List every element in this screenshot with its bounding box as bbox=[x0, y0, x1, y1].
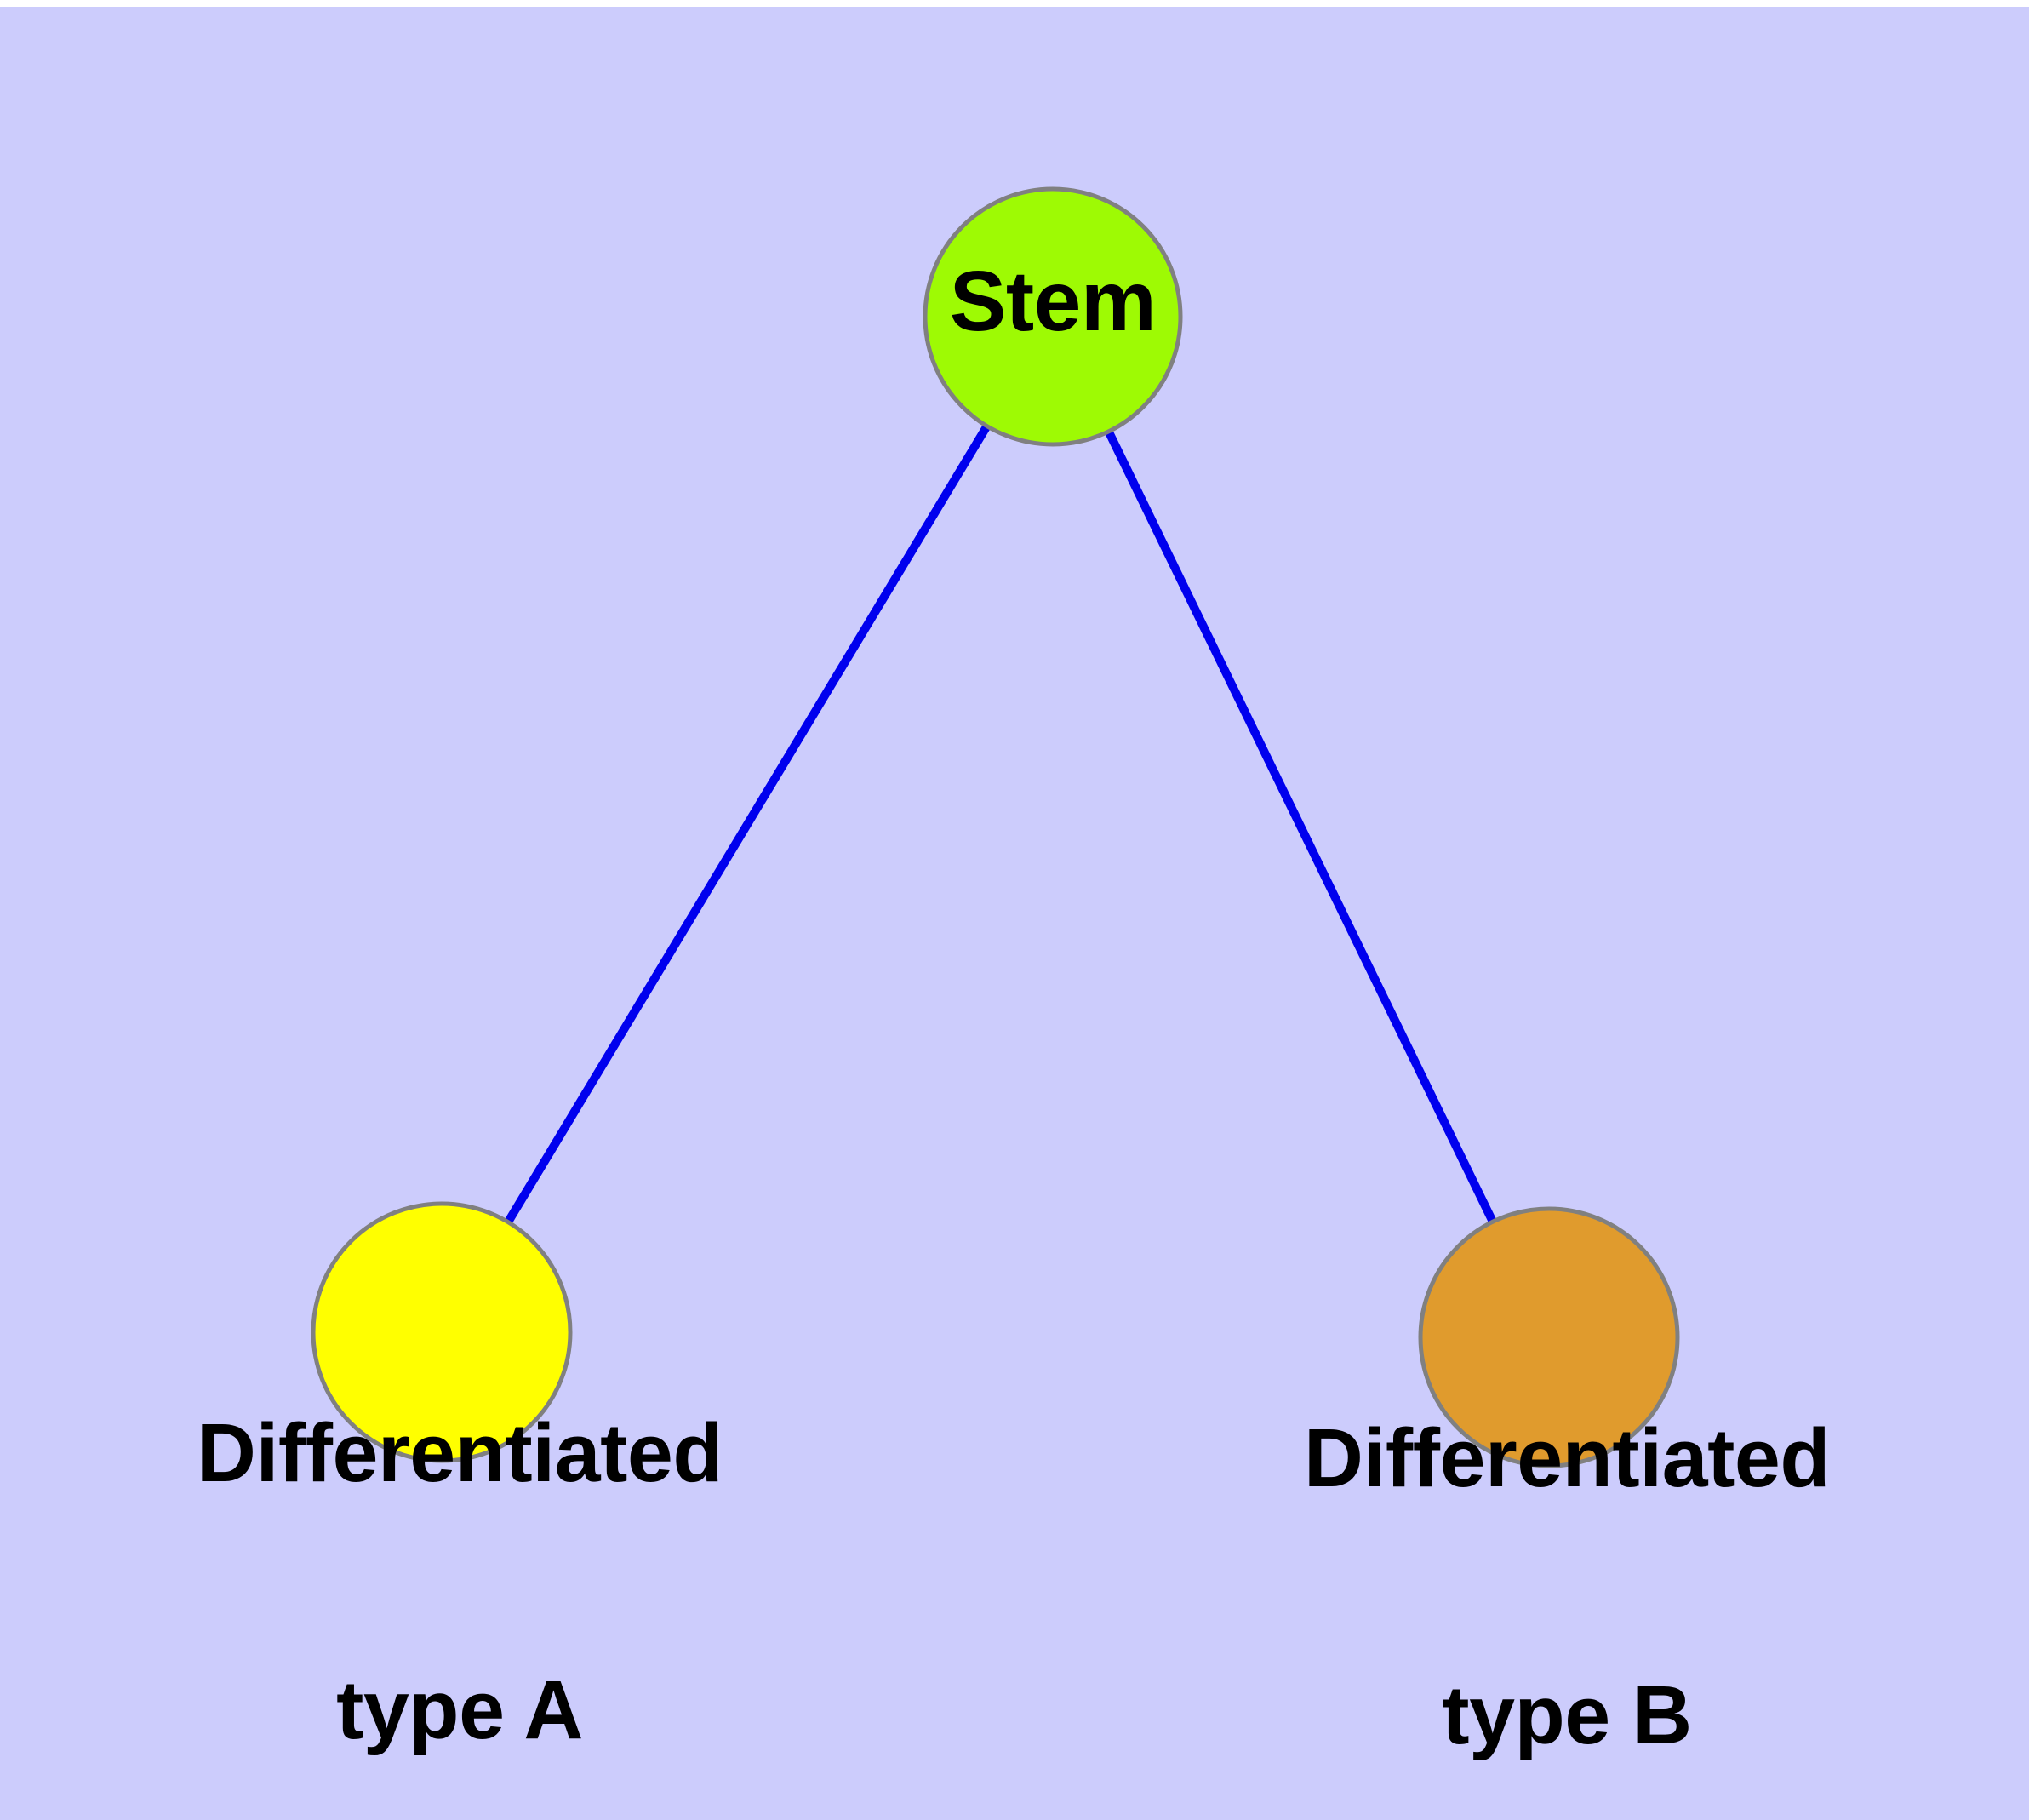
edge-stem-to-differentiated-type-b[interactable] bbox=[1105, 429, 1497, 1224]
edge-layer bbox=[504, 423, 1497, 1225]
node-differentiated-type-b[interactable] bbox=[1418, 1206, 1680, 1468]
node-differentiated-type-a[interactable] bbox=[311, 1201, 573, 1463]
node-stem[interactable] bbox=[923, 186, 1183, 447]
edge-stem-to-differentiated-type-a[interactable] bbox=[504, 423, 991, 1225]
node-layer bbox=[311, 186, 1680, 1468]
